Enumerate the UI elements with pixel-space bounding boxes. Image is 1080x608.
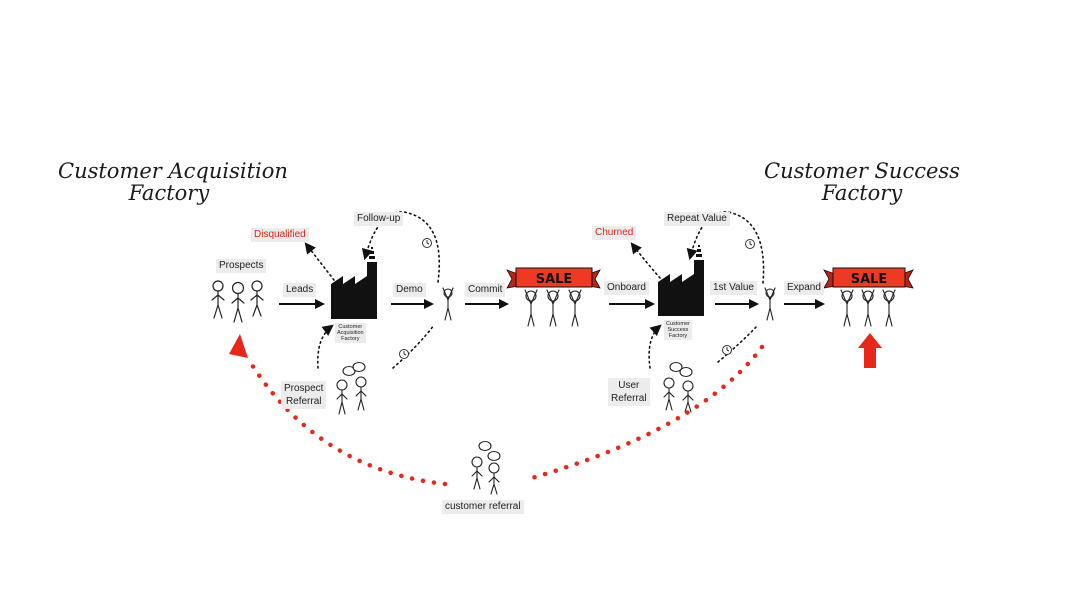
clock-icon: [722, 345, 732, 355]
leads-label: Leads: [283, 283, 317, 297]
clock-icon: [422, 238, 432, 248]
first-value-user-figure: [764, 287, 776, 321]
acquisition-title-line-1: Customer Acquisition: [58, 159, 288, 183]
loop-prospect-referral: [316, 324, 334, 369]
acquisition-factory-icon: [331, 247, 377, 319]
stick-figure-icon: [524, 289, 538, 327]
commit-label: Commit: [465, 283, 506, 297]
success-title-line-2: Factory: [821, 181, 903, 205]
repeat-value-label: Repeat Value: [664, 212, 730, 226]
stick-figure-icon: [764, 287, 776, 321]
churned-label: Churned: [592, 226, 637, 240]
prospect-referral-line-2: Referral: [285, 396, 322, 407]
stick-figure-icon: [336, 379, 348, 415]
speech-bubble-icon: [669, 361, 693, 378]
loop-demo-return: [392, 324, 435, 369]
success-caption-line-1: Customer: [666, 321, 690, 327]
acquisition-caption-line-3: Factory: [341, 336, 360, 342]
success-title-line-1: Customer Success: [764, 159, 960, 183]
feedback-loops: [304, 211, 765, 369]
stick-figure-icon: [488, 462, 500, 495]
stick-figure-icon: [568, 289, 582, 327]
prospect-referral-label: Prospect Referral: [281, 381, 327, 409]
acquisition-factory-title: Customer Acquisition Factory: [58, 159, 288, 205]
prospect-referral-figures: [336, 361, 367, 415]
acquisition-caption-line-2: Acquisition: [337, 330, 364, 336]
loop-disqualified: [304, 242, 335, 281]
loop-repeat-value: [686, 211, 765, 284]
sale-text: SALE: [536, 272, 573, 287]
user-referral-line-1: User: [618, 380, 640, 391]
stick-figure-icon: [211, 280, 225, 319]
clock-icons: [399, 238, 755, 359]
success-caption-line-2: Success: [667, 327, 689, 333]
customer-referral-loop: [229, 334, 765, 487]
sale-banner-acquisition: SALE: [506, 267, 601, 327]
prospect-referral-line-1: Prospect: [284, 383, 324, 394]
loop-churned: [630, 242, 661, 279]
acquisition-factory-caption: Customer Acquisition Factory: [335, 323, 366, 343]
loop-first-value-return: [717, 324, 759, 363]
stick-figure-icon: [442, 287, 454, 321]
demo-label: Demo: [393, 283, 426, 297]
clock-icon: [745, 239, 755, 249]
customer-referral-label: customer referral: [442, 500, 524, 514]
success-caption-line-3: Factory: [668, 333, 688, 339]
disqualified-label: Disqualified: [251, 228, 309, 242]
sale-text: SALE: [851, 272, 888, 287]
clock-icon: [399, 349, 409, 359]
up-arrow-icon: [858, 333, 882, 368]
stick-figure-icon: [840, 289, 854, 327]
loop-follow-up: [361, 211, 440, 283]
expand-label: Expand: [784, 281, 824, 295]
speech-bubble-icon: [478, 440, 501, 462]
user-referral-figures: [663, 361, 694, 413]
stick-figure-icon: [682, 380, 694, 413]
stick-figure-icon: [231, 281, 245, 323]
first-value-label: 1st Value: [710, 281, 757, 295]
success-factory-caption: Customer Success Factory: [664, 320, 692, 340]
red-arrowhead-icon: [229, 334, 248, 358]
loop-user-referral: [648, 324, 662, 369]
prospects-label: Prospects: [216, 259, 267, 273]
user-referral-label: User Referral: [608, 378, 650, 406]
stick-figure-icon: [882, 289, 896, 327]
stick-figure-icon: [861, 289, 875, 327]
success-factory-title: Customer Success Factory: [762, 160, 962, 204]
acquisition-caption-line-1: Customer: [338, 324, 363, 330]
sale-banner-success: SALE: [823, 267, 914, 327]
customer-referral-figures: [471, 440, 501, 495]
stick-figure-icon: [546, 289, 560, 327]
acquisition-title-line-2: Factory: [128, 181, 210, 205]
prospects-group: [211, 280, 264, 323]
speech-bubble-icon: [342, 361, 366, 377]
stick-figure-icon: [250, 280, 264, 317]
stick-figure-icon: [471, 456, 483, 490]
stick-figure-icon: [355, 376, 367, 411]
success-factory-icon: [658, 245, 704, 316]
follow-up-label: Follow-up: [354, 212, 404, 226]
stick-figure-icon: [663, 377, 675, 411]
onboard-label: Onboard: [604, 281, 649, 295]
user-referral-line-2: Referral: [611, 393, 647, 404]
demo-customer-figure: [442, 287, 454, 321]
